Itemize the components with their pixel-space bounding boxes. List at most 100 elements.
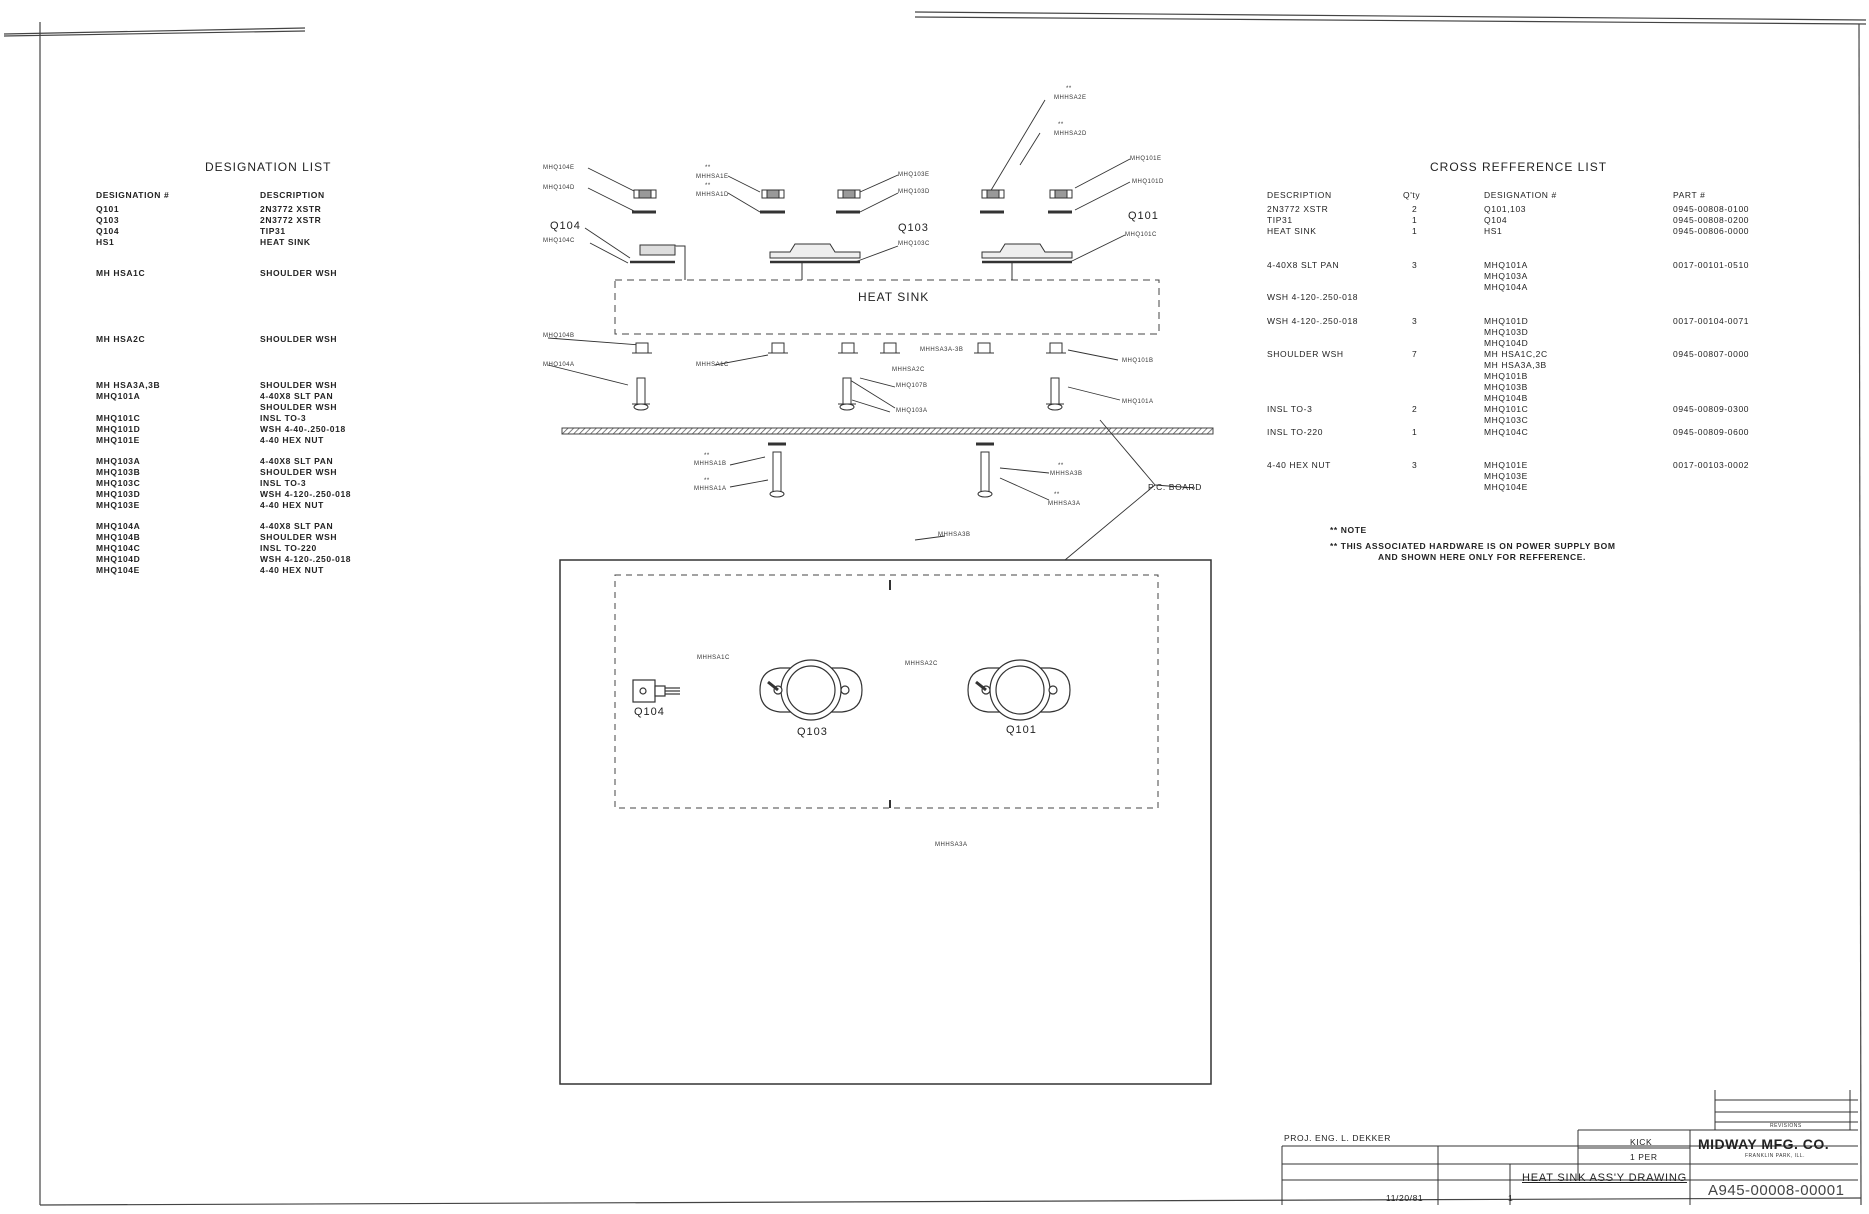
lbl-mhq101e: MHQ101E (1130, 156, 1162, 162)
xref-description: INSL TO-3 (1267, 404, 1313, 414)
designation-cell: Q101 (96, 204, 120, 214)
description-cell: SHOULDER WSH (260, 402, 338, 412)
lbl-mhhsa1e: MHHSA1E (696, 174, 729, 180)
lbl-mhq103e: MHQ103E (898, 172, 930, 178)
designation-cell: MHQ103A (96, 456, 141, 466)
project-name: KICK (1630, 1137, 1653, 1147)
xref-description: INSL TO-220 (1267, 427, 1324, 437)
lbl-mhq104d: MHQ104D (543, 185, 575, 191)
xref-part: 0017-00104-0071 (1673, 316, 1750, 326)
xref-designation: MHQ103B (1484, 382, 1528, 392)
xref-part: 0945-00809-0300 (1673, 404, 1750, 414)
description-cell: 2N3772 XSTR (260, 204, 322, 214)
xref-description: SHOULDER WSH (1267, 349, 1344, 359)
lbl-mhhsa2e: MHHSA2E (1054, 95, 1087, 101)
lbl-mhq101a: MHQ101A (1122, 399, 1154, 405)
xref-designation: MHQ103E (1484, 471, 1528, 481)
description-cell: SHOULDER WSH (260, 467, 338, 477)
lbl-mhhsa1c-pcb: MHHSA1C (697, 655, 730, 661)
drawing-title: HEAT SINK ASS'Y DRAWING (1522, 1172, 1687, 1184)
xref-designation: MHQ103C (1484, 415, 1529, 425)
xref-designation: MHQ101B (1484, 371, 1528, 381)
q101-pcb-label: Q101 (1006, 724, 1037, 736)
xref-qty: 1 (1412, 427, 1418, 437)
xref-designation: HS1 (1484, 226, 1503, 236)
q104-pcb-label: Q104 (634, 706, 665, 718)
xref-part: 0945-00809-0600 (1673, 427, 1750, 437)
stars-hsa2d: ** (1058, 122, 1064, 128)
xref-qty: 3 (1412, 260, 1418, 270)
description-cell: 2N3772 XSTR (260, 215, 322, 225)
note-title: ** NOTE (1330, 525, 1367, 535)
designation-cell: MH HSA1C (96, 268, 146, 278)
lbl-mhq103a: MHQ103A (896, 408, 928, 414)
xref-qty: 2 (1412, 404, 1418, 414)
proj-eng: PROJ. ENG. L. DEKKER (1284, 1133, 1391, 1143)
xref-designation: Q104 (1484, 215, 1508, 225)
description-cell: HEAT SINK (260, 237, 311, 247)
description-cell: 4-40X8 SLT PAN (260, 521, 334, 531)
description-cell: 4-40X8 SLT PAN (260, 391, 334, 401)
stars-hsa3b: ** (1058, 463, 1064, 469)
stars-hsa1e: ** (705, 165, 711, 171)
description-cell: 4-40 HEX NUT (260, 435, 324, 445)
description-cell: SHOULDER WSH (260, 334, 338, 344)
designation-cell: MHQ104D (96, 554, 141, 564)
xref-qty: 2 (1412, 204, 1418, 214)
lbl-mhq101d: MHQ101D (1132, 179, 1164, 185)
pc-board-label: P.C. BOARD (1148, 482, 1203, 492)
q104-label: Q104 (550, 220, 581, 232)
xref-part: 0017-00103-0002 (1673, 460, 1750, 470)
lbl-mhq107b: MHQ107B (896, 383, 928, 389)
designation-cell: MHQ104A (96, 521, 141, 531)
designation-cell: MHQ103C (96, 478, 141, 488)
lbl-mhq101b: MHQ101B (1122, 358, 1154, 364)
description-cell: WSH 4-120-.250-018 (260, 554, 352, 564)
lbl-mhq104c: MHQ104C (543, 238, 575, 244)
description-cell: 4-40 HEX NUT (260, 500, 324, 510)
col-designation-header: DESIGNATION # (96, 190, 170, 200)
designation-cell: HS1 (96, 237, 115, 247)
description-cell: SHOULDER WSH (260, 268, 338, 278)
designation-cell: MH HSA2C (96, 334, 146, 344)
xref-designation: MHQ101D (1484, 316, 1529, 326)
xref-col-designation: DESIGNATION # (1484, 190, 1557, 200)
xref-col-part: PART # (1673, 190, 1706, 200)
lbl-mhhsa3a-bottom: MHHSA3A (935, 842, 968, 848)
lbl-mhq103d: MHQ103D (898, 189, 930, 195)
xref-designation: MH HSA1C,2C (1484, 349, 1548, 359)
xref-description: WSH 4-120-.250-018 (1267, 316, 1359, 326)
designation-cell: MHQ101E (96, 435, 140, 445)
xref-designation: MHQ104C (1484, 427, 1529, 437)
xref-description: WSH 4-120-.250-018 (1267, 292, 1359, 302)
sheet-number: 1 (1508, 1193, 1514, 1203)
q103-pcb-label: Q103 (797, 726, 828, 738)
xref-designation: MHQ101E (1484, 460, 1528, 470)
xref-qty: 3 (1412, 460, 1418, 470)
heat-sink-box (614, 279, 1160, 335)
designation-cell: MHQ104E (96, 565, 140, 575)
designation-cell: MH HSA3A,3B (96, 380, 161, 390)
cross-reference-title: CROSS REFFERENCE LIST (1430, 160, 1608, 174)
designation-cell: MHQ103E (96, 500, 140, 510)
xref-designation: MHQ104D (1484, 338, 1529, 348)
heat-sink-label: HEAT SINK (858, 290, 930, 304)
xref-qty: 3 (1412, 316, 1418, 326)
description-cell: 4-40 HEX NUT (260, 565, 324, 575)
col-description-header: DESCRIPTION (260, 190, 325, 200)
xref-part: 0945-00807-0000 (1673, 349, 1750, 359)
xref-designation: MHQ101A (1484, 260, 1528, 270)
lbl-mhhsa2c-pcb: MHHSA2C (905, 661, 938, 667)
xref-qty: 7 (1412, 349, 1418, 359)
stars-hsa1d: ** (705, 183, 711, 189)
description-cell: SHOULDER WSH (260, 532, 338, 542)
designation-cell: MHQ103D (96, 489, 141, 499)
xref-part: 0017-00101-0510 (1673, 260, 1750, 270)
xref-designation: MHQ104B (1484, 393, 1528, 403)
lbl-mhhsa1b: MHHSA1B (694, 461, 727, 467)
lbl-mhhsa1d: MHHSA1D (696, 192, 729, 198)
lbl-mhhsa1c: MHHSA1C (696, 362, 729, 368)
